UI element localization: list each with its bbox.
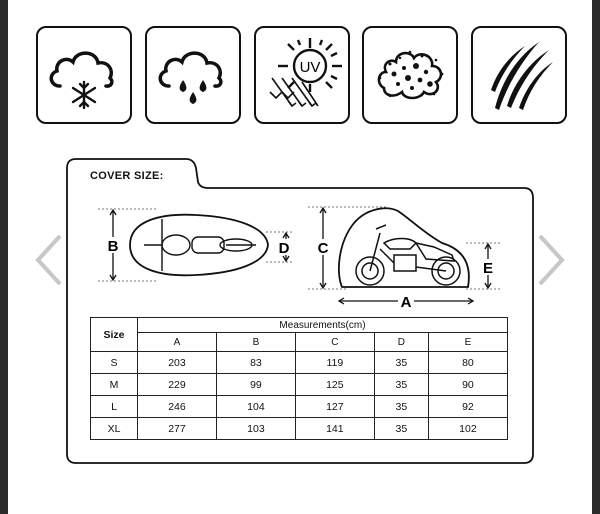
next-arrow[interactable] xyxy=(532,232,568,288)
label-a: A xyxy=(401,294,412,311)
table-cell: 35 xyxy=(373,395,429,418)
table-row: L 246 104 127 35 92 xyxy=(90,395,509,418)
table-cell: 80 xyxy=(427,351,509,374)
table-cell: 125 xyxy=(294,373,375,396)
column-header: B xyxy=(215,332,296,352)
dust-icon xyxy=(362,26,458,124)
left-border xyxy=(0,0,8,514)
size-header: Size xyxy=(90,317,138,352)
top-view-diagram: B D xyxy=(98,208,294,282)
measurements-header: Measurements(cm) xyxy=(137,317,508,333)
table-row: M 229 99 125 35 90 xyxy=(90,373,509,396)
rain-cloud-icon xyxy=(145,26,241,124)
table-cell: 119 xyxy=(294,351,375,374)
table-cell: 104 xyxy=(215,395,296,418)
chevron-left-icon xyxy=(35,234,62,286)
column-header: C xyxy=(294,332,375,352)
column-header: A xyxy=(137,332,217,352)
column-header: D xyxy=(373,332,429,352)
label-d: D xyxy=(279,240,290,257)
table-cell: 141 xyxy=(294,417,375,440)
table-cell: 83 xyxy=(215,351,296,374)
label-b: B xyxy=(108,238,119,255)
right-border xyxy=(592,0,600,514)
size-table: Size Measurements(cm) A B C D E S 203 83… xyxy=(90,317,509,440)
column-header: E xyxy=(427,332,509,352)
table-cell: 35 xyxy=(373,417,429,440)
table-row: S 203 83 119 35 80 xyxy=(90,351,509,374)
side-view-diagram: C E A xyxy=(308,206,502,311)
table-cell: 103 xyxy=(215,417,296,440)
table-cell: 99 xyxy=(215,373,296,396)
cover-size-title: COVER SIZE: xyxy=(90,170,164,182)
size-cell: M xyxy=(90,373,138,396)
size-cell: XL xyxy=(90,417,138,440)
table-row: XL 277 103 141 35 102 xyxy=(90,417,509,440)
table-cell: 35 xyxy=(373,373,429,396)
size-cell: L xyxy=(90,395,138,418)
uv-sun-icon: UV xyxy=(254,26,350,124)
prev-arrow[interactable] xyxy=(32,232,68,288)
label-c: C xyxy=(318,240,329,257)
chevron-right-icon xyxy=(538,234,565,286)
table-cell: 90 xyxy=(427,373,509,396)
label-e: E xyxy=(483,260,493,277)
table-cell: 102 xyxy=(427,417,509,440)
table-cell: 92 xyxy=(427,395,509,418)
table-cell: 246 xyxy=(137,395,217,418)
table-cell: 127 xyxy=(294,395,375,418)
scratch-claw-icon xyxy=(471,26,567,124)
size-cell: S xyxy=(90,351,138,374)
table-cell: 35 xyxy=(373,351,429,374)
table-cell: 277 xyxy=(137,417,217,440)
uv-text: UV xyxy=(300,59,321,76)
snow-cloud-icon xyxy=(36,26,132,124)
table-cell: 229 xyxy=(137,373,217,396)
table-cell: 203 xyxy=(137,351,217,374)
